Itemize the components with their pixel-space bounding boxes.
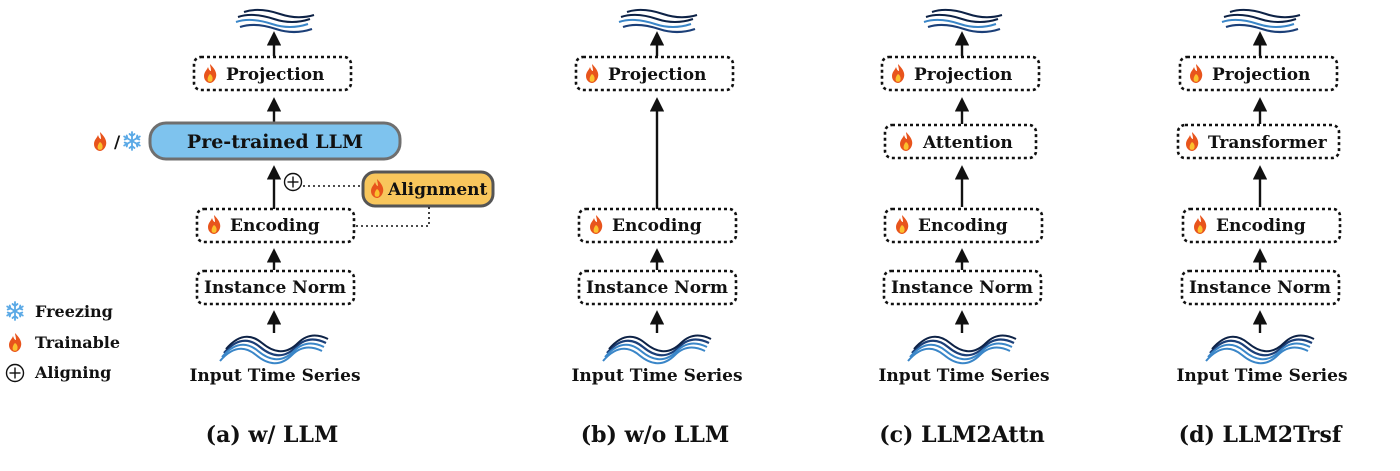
attention-box: [883, 123, 1038, 160]
alignment-label: Alignment: [387, 180, 488, 200]
snowflake-icon: [6, 301, 24, 321]
caption: (d) LLM2Trsf: [1179, 422, 1343, 448]
encoding-label: Encoding: [230, 216, 320, 236]
encoding-label: Encoding: [918, 216, 1008, 236]
input-series-icon: [1204, 334, 1316, 365]
projection-label: Projection: [226, 65, 324, 85]
instance-norm-box: [195, 269, 356, 306]
input-series-label: Input Time Series: [189, 366, 360, 386]
projection-label: Projection: [1212, 65, 1310, 85]
snowflake-icon: [123, 131, 141, 151]
input-series-label: Input Time Series: [1176, 366, 1347, 386]
transformer-label: Transformer: [1208, 133, 1328, 153]
instance-norm-box: [882, 269, 1043, 306]
caption: (b) w/o LLM: [581, 422, 729, 448]
pretrained-llm-box: [148, 121, 402, 161]
output-series-icon: [1220, 8, 1302, 34]
input-series-icon: [601, 334, 713, 365]
projection-box: [880, 55, 1041, 92]
encoding-label: Encoding: [1216, 216, 1306, 236]
legend-freezing: Freezing: [35, 302, 113, 321]
instance-norm-label: Instance Norm: [1189, 278, 1331, 298]
encoding-box: [577, 207, 738, 244]
input-series-label: Input Time Series: [571, 366, 742, 386]
legend-aligning: Aligning: [34, 363, 111, 382]
input-series-icon: [906, 334, 1018, 365]
projection-box: [1178, 55, 1339, 92]
encoding-label: Encoding: [612, 216, 702, 236]
instance-norm-box: [1180, 269, 1341, 306]
instance-norm-label: Instance Norm: [204, 278, 346, 298]
legend-trainable: Trainable: [35, 333, 120, 352]
output-series-icon: [234, 8, 316, 34]
projection-label: Projection: [914, 65, 1012, 85]
projection-box: [192, 55, 353, 92]
projection-label: Projection: [608, 65, 706, 85]
encoding-box: [1181, 207, 1342, 244]
encoding-box: [195, 207, 356, 244]
attention-label: Attention: [922, 133, 1013, 153]
fire-icon: [9, 333, 22, 352]
circled-plus-icon: [5, 363, 25, 383]
output-series-icon: [922, 8, 1004, 34]
instance-norm-label: Instance Norm: [586, 278, 728, 298]
legend: Freezing Trainable Aligning: [5, 301, 120, 383]
alignment-box: [361, 170, 495, 208]
panel-wo-llm: Projection Encoding Instance Norm Input …: [571, 8, 743, 448]
pretrained-llm-label: Pre-trained LLM: [187, 131, 363, 153]
panel-llm2trsf: Projection Transformer Encoding Instance…: [1176, 8, 1348, 448]
panel-llm2attn: Projection Attention Encoding Instance N…: [878, 8, 1050, 448]
circled-plus-icon: [283, 172, 303, 192]
llm-tag-separator: /: [114, 133, 121, 153]
input-series-icon: [218, 334, 330, 365]
caption: (c) LLM2Attn: [879, 422, 1044, 448]
caption: (a) w/ LLM: [206, 422, 339, 448]
instance-norm-box: [577, 269, 738, 306]
input-series-label: Input Time Series: [878, 366, 1049, 386]
fire-icon: [94, 132, 107, 151]
instance-norm-label: Instance Norm: [891, 278, 1033, 298]
transformer-box: [1176, 123, 1341, 160]
projection-box: [574, 55, 735, 92]
output-series-icon: [617, 8, 699, 34]
encoding-box: [883, 207, 1044, 244]
panel-w-llm: Projection Pre-trained LLM / Alignment E…: [94, 8, 495, 448]
